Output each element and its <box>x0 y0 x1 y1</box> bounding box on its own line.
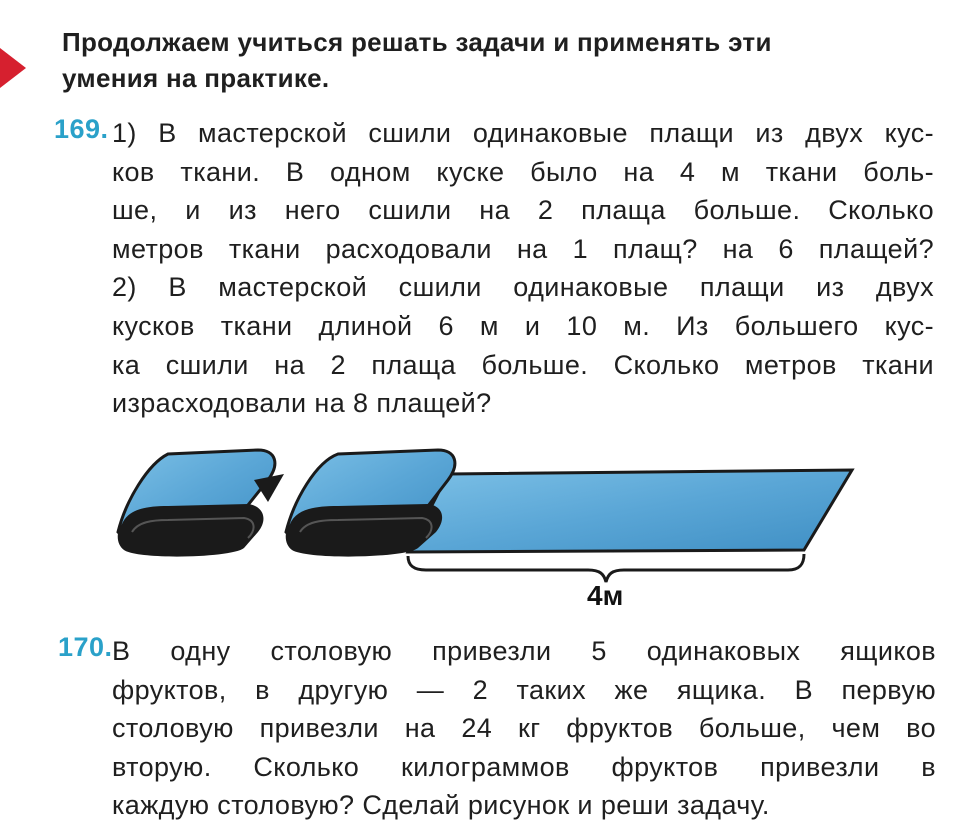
intro-text: Продолжаем учиться решать задачи и приме… <box>62 24 932 96</box>
task-line: вторую. Сколько килограммов фруктов прив… <box>112 751 936 782</box>
task-line: израсходовали на 8 плащей? <box>112 388 492 419</box>
task-line: 1) В мастерской сшили одинаковые плащи и… <box>112 118 934 148</box>
task-line: ка сшили на 2 плаща больше. Сколько метр… <box>112 349 934 380</box>
task-line: кусков ткани длиной 6 м и 10 м. Из больш… <box>112 310 934 341</box>
intro-line: умения на практике. <box>62 63 330 93</box>
intro-line: Продолжаем учиться решать задачи и приме… <box>62 27 772 57</box>
task-line: метров ткани расходовали на 1 плащ? на 6… <box>112 233 934 264</box>
task-number-170: 170. <box>58 632 113 662</box>
task-line: каждую столовую? Сделай рисунок и реши з… <box>112 790 770 821</box>
task-number-169: 169. <box>54 114 109 144</box>
task-line: В одну столовую привезли 5 одинаковых ящ… <box>112 636 936 666</box>
task-line: 2) В мастерской сшили одинаковые плащи и… <box>112 272 934 303</box>
task-line: столовую привезли на 24 кг фруктов больш… <box>112 713 936 744</box>
task-line: ше, и из него сшили на 2 плаща больше. С… <box>112 195 934 226</box>
task-line: ков ткани. В одном куске было на 4 м тка… <box>112 156 934 187</box>
measure-label: 4м <box>587 580 624 611</box>
task-169-text: 1) В мастерской сшили одинаковые плащи и… <box>112 114 934 423</box>
fabric-roll-small <box>116 448 284 557</box>
task-170-text: В одну столовую привезли 5 одинаковых ящ… <box>112 632 936 825</box>
fabric-roll-long <box>284 448 855 557</box>
section-marker-icon <box>0 48 26 88</box>
measure-brace <box>406 553 806 583</box>
task-line: фруктов, в другую — 2 таких же ящика. В … <box>112 674 936 705</box>
fabric-rolls-illustration <box>116 448 855 583</box>
